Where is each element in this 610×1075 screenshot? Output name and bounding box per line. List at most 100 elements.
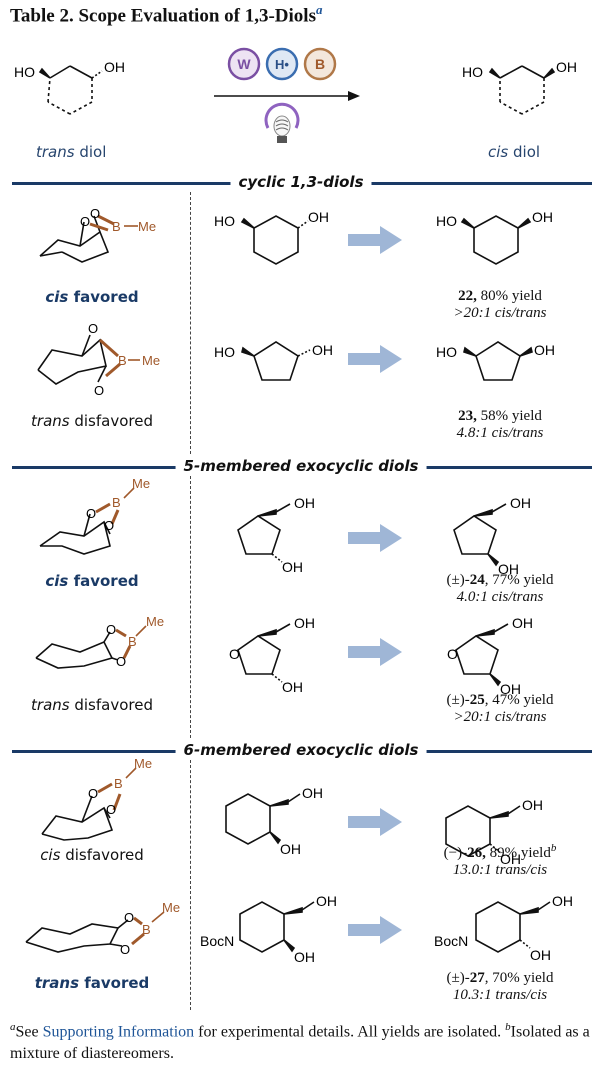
oh-label: OH [316, 893, 337, 909]
ho-label-right: HO [462, 64, 483, 80]
label-italic: cis [45, 572, 69, 590]
cis-favored-conformer-1 [39, 214, 138, 263]
substrate-tetrahydrofuran-diol [237, 623, 291, 683]
oh-label-left: OH [104, 59, 125, 75]
result-24: (±)-24, 77% yield 4.0:1 cis/trans [410, 572, 590, 606]
conformer-2-label: trans disfavored [2, 412, 182, 430]
o-ring-atom: O [447, 646, 458, 662]
oh-label: OH [282, 679, 303, 695]
o-atom: O [116, 654, 126, 669]
bocn-label: BocN [434, 933, 468, 949]
result-prefix: (−)- [443, 845, 468, 861]
cis-diol-label: cis diol [488, 143, 540, 161]
o-atom: O [88, 321, 98, 336]
footnote-a-mark: a [10, 1021, 16, 1033]
section-2-structures: O O B Me O O B Me OH OH OH OH O O OH OH [35, 476, 533, 697]
oh-label: OH [530, 947, 551, 963]
trans-disfavored-conformer-4 [35, 625, 147, 669]
oh-label: OH [498, 561, 519, 577]
oh-label: OH [302, 785, 323, 801]
compound-number: 27 [469, 970, 485, 986]
section-3-dashed-divider [190, 760, 191, 1010]
oh-label: OH [500, 851, 521, 867]
section-2-dashed-divider [190, 476, 191, 738]
b-atom: B [114, 776, 123, 791]
trans-diol-label: trans diol [36, 143, 106, 161]
result-23: 23, 58% yield 4.8:1 cis/trans [410, 408, 590, 442]
o-atom: O [104, 518, 114, 533]
selectivity-ratio: >20:1 cis/trans [453, 305, 547, 321]
me-group: Me [132, 476, 150, 491]
label-rest: favored [79, 974, 150, 992]
o-atom: O [94, 383, 104, 398]
oh-label: OH [280, 841, 301, 857]
trans-word: trans [36, 143, 75, 161]
conformer-3-label: cis favored [2, 572, 182, 590]
diol-word: diol [74, 143, 107, 161]
transformation-arrow [348, 524, 402, 552]
result-26: (−)-26, 89% yieldb 13.0:1 trans/cis [410, 842, 590, 879]
label-italic: trans [34, 974, 80, 992]
compound-number: 24 [469, 572, 485, 588]
supporting-information-link[interactable]: Supporting Information [42, 1023, 195, 1041]
me-group: Me [138, 219, 156, 234]
compound-number: 23, [458, 408, 477, 424]
b-atom: B [112, 495, 121, 510]
product-24-structure [453, 503, 507, 567]
transformation-arrow [348, 916, 402, 944]
result-yield: , 70% yield [484, 970, 554, 986]
cis-disfavored-conformer-5 [41, 767, 137, 841]
footnote-text: for experimental details. All yields are… [194, 1023, 506, 1041]
trans-favored-conformer-6 [25, 911, 165, 953]
title-footnote-mark: a [315, 2, 323, 17]
result-yield: 80% yield [476, 288, 542, 304]
product-25-structure [455, 623, 509, 687]
compound-number: 22, [458, 288, 477, 304]
compound-number: 25 [469, 692, 485, 708]
section-3-structures: O O B Me O O B Me OH OH OH OH BocN OH OH [25, 756, 573, 965]
substrate-cyclohexane-diol [240, 215, 309, 265]
catalyst-b-label: B [315, 56, 325, 72]
o-atom: O [106, 802, 116, 817]
result-yield: , 77% yield [484, 572, 554, 588]
footnote-text: Isolated as a mixture of diastereomers. [10, 1023, 590, 1063]
o-atom: O [88, 786, 98, 801]
catalyst-h-label: H• [275, 57, 289, 72]
o-atom: O [86, 506, 96, 521]
cis-favored-conformer-3 [39, 487, 135, 555]
o-ring-atom: O [226, 659, 237, 675]
me-group: Me [134, 756, 152, 771]
b-atom: B [112, 219, 121, 234]
conformer-4-label: trans disfavored [2, 696, 182, 714]
label-italic: trans [31, 696, 70, 714]
label-rest: disfavored [69, 696, 153, 714]
oh-label: OH [510, 495, 531, 511]
section-label-6-membered: 6-membered exocyclic diols [175, 741, 427, 759]
trans-disfavored-conformer-2 [37, 334, 140, 385]
o-ring-atom: O [229, 646, 240, 662]
trans-diol-structure [38, 65, 103, 115]
me-group: Me [146, 614, 164, 629]
oh-label: OH [500, 681, 521, 697]
result-yield: , 47% yield [484, 692, 554, 708]
oh-label: OH [294, 495, 315, 511]
ho-label-left: HO [14, 64, 35, 80]
b-atom: B [118, 353, 127, 368]
result-25: (±)-25, 47% yield >20:1 cis/trans [410, 692, 590, 726]
table-title: Table 2. Scope Evaluation of 1,3-Diolsa [10, 2, 322, 27]
result-prefix: (±)- [446, 970, 470, 986]
substrate-piperidine-diol [239, 901, 315, 953]
diol-word: diol [508, 143, 541, 161]
label-italic: trans [31, 412, 70, 430]
section-1-dashed-divider [190, 192, 191, 454]
reaction-scheme: HO OH W H• B HO OH [14, 47, 577, 143]
result-prefix: (±)- [446, 572, 470, 588]
b-atom: B [142, 922, 151, 937]
ho-label: HO [214, 344, 235, 360]
o-atom: O [120, 942, 130, 957]
footnote-b-mark: b [505, 1021, 511, 1033]
oh-label: OH [312, 342, 333, 358]
o-atom: O [124, 910, 134, 925]
label-rest: disfavored [69, 412, 153, 430]
section-label-5-membered: 5-membered exocyclic diols [175, 457, 427, 475]
